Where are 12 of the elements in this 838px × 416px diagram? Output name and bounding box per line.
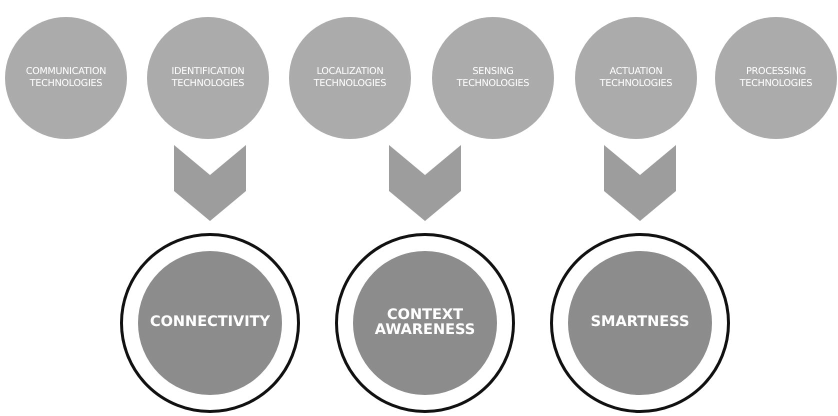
- circle-label: LOCALIZATION TECHNOLOGIES: [312, 66, 388, 90]
- circle-label: COMMUNICATION TECHNOLOGIES: [24, 66, 108, 90]
- circle-label: ACTUATION TECHNOLOGIES: [598, 66, 674, 90]
- circle-label: SENSING TECHNOLOGIES: [456, 66, 530, 90]
- chevron-arrow: [174, 145, 246, 221]
- circle-label: PROCESSING TECHNOLOGIES: [738, 66, 814, 90]
- outcome-label: CONTEXT AWARENESS: [374, 308, 476, 338]
- circle-label: IDENTIFICATION TECHNOLOGIES: [170, 66, 246, 90]
- outcome-label: CONNECTIVITY: [150, 315, 270, 331]
- chevron-arrow: [604, 145, 676, 221]
- outcome-label: SMARTNESS: [590, 315, 690, 331]
- chevron-arrow: [389, 145, 461, 221]
